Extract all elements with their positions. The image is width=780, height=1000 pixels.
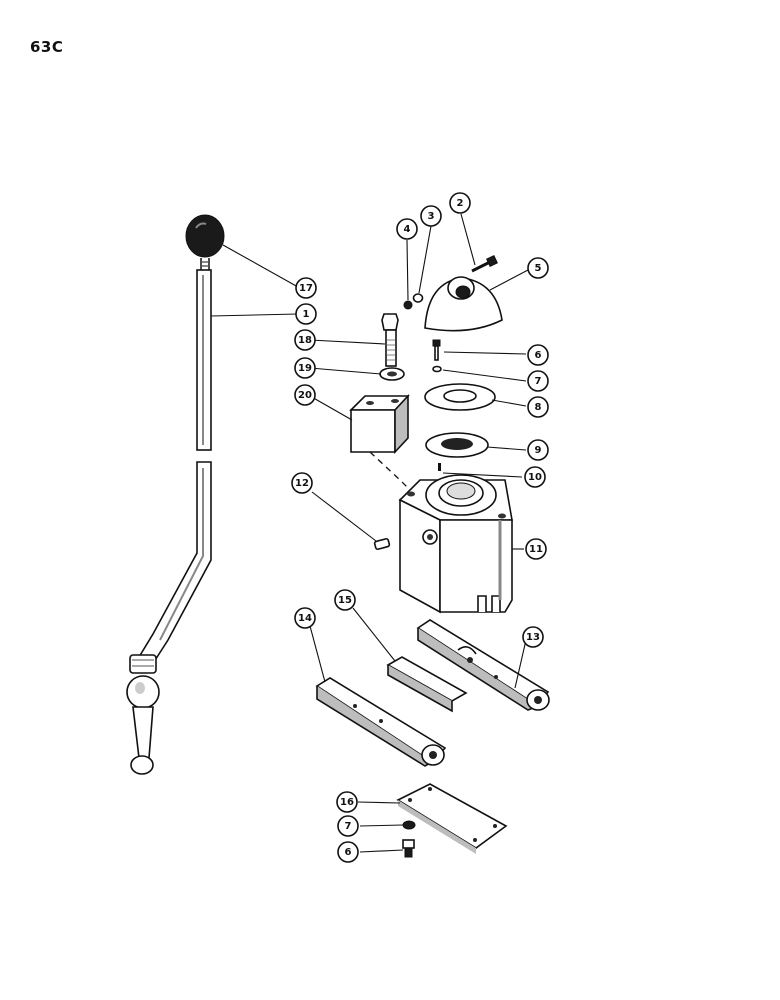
callout-number: 19	[298, 363, 312, 374]
pin-12	[373, 537, 391, 551]
callout-4: 4	[396, 218, 418, 240]
callout-circle	[420, 205, 442, 227]
callout-circle	[524, 466, 546, 488]
callout-circle	[527, 257, 549, 279]
callout-3: 3	[420, 205, 442, 227]
callout-5: 5	[527, 257, 549, 279]
callout-number: 1	[303, 309, 310, 320]
shift-knob	[185, 214, 225, 258]
washer-7	[432, 365, 442, 373]
callout-9: 9	[527, 439, 549, 461]
cover-plate-16	[396, 783, 508, 854]
housing-11	[398, 474, 513, 614]
callout-number: 7	[345, 821, 352, 832]
callout-number: 10	[528, 472, 542, 483]
page-code: 63C	[30, 38, 64, 56]
callout-circle	[527, 396, 549, 418]
callout-circle	[294, 357, 316, 379]
callout-number: 2	[457, 198, 464, 209]
callout-circle	[396, 218, 418, 240]
callout-circle	[294, 384, 316, 406]
callout-number: 3	[428, 211, 435, 222]
rail-14	[315, 677, 447, 767]
callout-circle	[294, 607, 316, 629]
callout-number: 4	[404, 224, 411, 235]
callout-18: 18	[294, 329, 316, 351]
callout-7: 7	[527, 370, 549, 392]
gasket-9	[425, 432, 489, 458]
callout-2: 2	[449, 192, 471, 214]
callout-circle	[522, 626, 544, 648]
callout-number: 14	[298, 613, 312, 624]
washer-3	[412, 293, 424, 303]
callout-1: 1	[295, 303, 317, 325]
callout-10: 10	[524, 466, 546, 488]
nut-4	[403, 300, 413, 310]
callout-circle	[291, 472, 313, 494]
callout-circle	[449, 192, 471, 214]
callout-number: 6	[535, 350, 542, 361]
callout-number: 17	[299, 283, 313, 294]
callout-number: 8	[535, 402, 542, 413]
interlock-plate-15	[386, 656, 468, 713]
washer-20	[379, 367, 405, 381]
lock-washer-7-lower	[402, 820, 416, 830]
callout-13: 13	[522, 626, 544, 648]
shift-lever	[126, 258, 212, 775]
plate-8	[424, 383, 496, 411]
callout-circle	[337, 841, 359, 863]
callout-19: 19	[294, 357, 316, 379]
pin-10	[438, 463, 441, 471]
leader-lines	[210, 213, 529, 853]
screw-2	[471, 255, 498, 273]
callout-circle	[527, 344, 549, 366]
block-18	[349, 393, 411, 491]
callout-6: 6	[527, 344, 549, 366]
callout-8: 8	[527, 396, 549, 418]
callout-20: 20	[294, 384, 316, 406]
bolt-19	[381, 313, 399, 367]
callout-number: 15	[338, 595, 352, 606]
callout-circle	[295, 303, 317, 325]
callout-circle	[525, 538, 547, 560]
callout-number: 5	[535, 263, 542, 274]
callout-12: 12	[291, 472, 313, 494]
callout-11: 11	[525, 538, 547, 560]
callout-circle	[334, 589, 356, 611]
callout-number: 7	[535, 376, 542, 387]
screw-6-lower	[402, 839, 415, 858]
callout-circle	[294, 329, 316, 351]
callout-number: 13	[526, 632, 540, 643]
callout-number: 18	[298, 335, 312, 346]
callout-number: 12	[295, 478, 309, 489]
callout-number: 9	[535, 445, 542, 456]
shift-boot	[424, 276, 503, 332]
callout-circle	[336, 791, 358, 813]
callout-14: 14	[294, 607, 316, 629]
callout-number: 20	[298, 390, 312, 401]
callout-15: 15	[334, 589, 356, 611]
callout-6: 6	[337, 841, 359, 863]
callout-7: 7	[337, 815, 359, 837]
callout-16: 16	[336, 791, 358, 813]
callout-circle	[337, 815, 359, 837]
callout-circle	[295, 277, 317, 299]
callout-circle	[527, 370, 549, 392]
callout-number: 16	[340, 797, 354, 808]
callout-number: 6	[345, 847, 352, 858]
callout-number: 11	[529, 544, 543, 555]
screw-6	[432, 339, 441, 361]
callout-circle	[527, 439, 549, 461]
callout-17: 17	[295, 277, 317, 299]
